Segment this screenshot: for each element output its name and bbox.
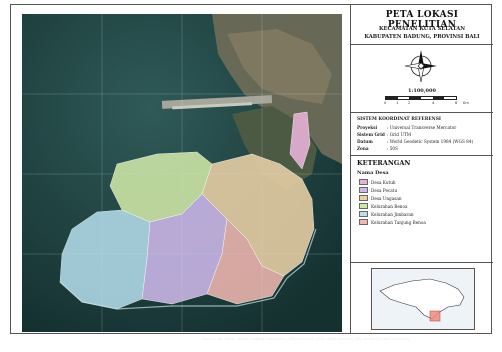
legend-swatch [359,179,368,185]
legend-label: Desa Ungasan [371,195,402,201]
north-arrow-icon [404,50,437,83]
scale-bar [385,96,457,100]
divider [351,262,493,263]
legend-swatch [359,187,368,193]
reference-system-title: SISTEM KOORDINAT REFERENSI [357,117,441,122]
region-desa-kutuh[interactable] [289,111,311,170]
airport-taxiway [172,102,253,110]
legend-label: Desa Kutuh [371,179,396,185]
legend-item: Desa Pecatu [359,187,397,193]
legend-label: Kelurahan Benoa [371,203,408,209]
legend-subtitle: Nama Desa [357,170,389,176]
scale-unit: Km [463,101,469,105]
coastline-surf [59,228,317,310]
scale-tick: 6 [455,101,458,105]
reference-row: Proyeksi: Universal Transverse Mercator [357,125,457,130]
grid-lines [22,14,342,332]
legend-item: Kelurahan Jimbaran [359,211,414,217]
legend-item: Desa Ungasan [359,195,402,201]
bali-island-inset [379,278,465,322]
legend-swatch [359,211,368,217]
reference-row: Zona: 50S [357,146,398,151]
study-area-marker-icon [429,310,441,322]
map-subtitle-district: KECAMATAN KUTA SELATAN [379,26,465,32]
map-panel[interactable]: Sources: Esri, Maxar, GeoEye, Earthstar … [22,14,409,341]
divider [351,155,493,156]
map-title: PETA LOKASI PENELITIAN [385,10,459,30]
map-subtitle-regency: KABUPATEN BADUNG, PROVINSI BALI [364,34,480,40]
inset-map[interactable] [371,268,475,330]
urban-texture [227,29,332,104]
scale-tick: 1 [396,101,399,105]
map-sidebar: PETA LOKASI PENELITIAN KECAMATAN KUTA SE… [350,4,493,334]
legend-swatch [359,195,368,201]
region-kelurahan-tanjung-benoa[interactable] [206,218,285,305]
satellite-map[interactable] [22,14,342,332]
divider [351,112,493,113]
legend-item: Desa Kutuh [359,179,396,185]
reference-row: Datum: World Geodetic System 1984 (WGS 8… [357,139,474,144]
reference-row: Sistem Grid: Grid UTM [357,132,412,137]
airport-runway [161,95,273,109]
scale-tick: 4 [432,101,435,105]
legend-title: KETERANGAN [357,159,411,167]
map-attribution: Sources: Esri, Maxar, GeoEye, Earthstar … [202,337,410,341]
legend-label: Kelurahan Jimbaran [371,211,414,217]
scale-tick: 2 [408,101,411,105]
legend-label: Desa Pecatu [371,187,398,193]
scale-tick: 0 [384,101,387,105]
legend-swatch [359,219,368,225]
divider [351,44,493,45]
legend-item: Kelurahan Tanjung Benoa [359,219,426,225]
scale-ratio: 1:100,000 [408,88,436,94]
legend-label: Kelurahan Tanjung Benoa [371,219,426,225]
legend-swatch [359,203,368,209]
map-frame [10,4,492,334]
legend-item: Kelurahan Benoa [359,203,408,209]
